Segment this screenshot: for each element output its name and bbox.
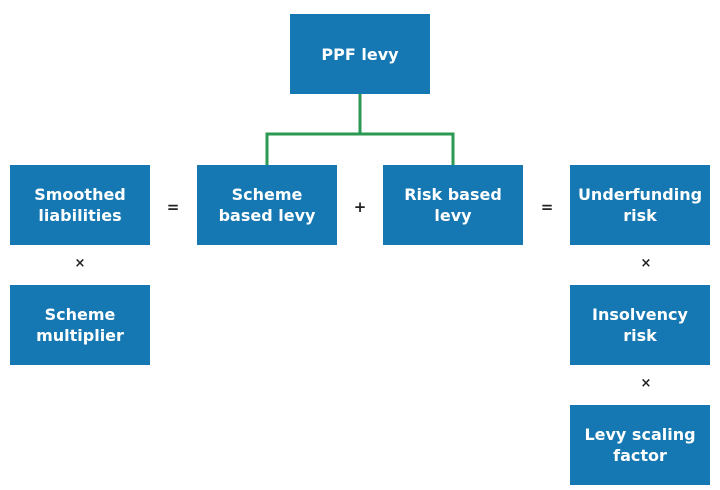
box-ppf-levy: PPF levy [290, 14, 430, 94]
box-label: Scheme multiplier [36, 305, 124, 345]
operator-equals-left: = [166, 198, 180, 216]
box-label: Insolvency risk [592, 305, 688, 345]
operator-equals-right: = [540, 198, 554, 216]
box-label: Levy scaling factor [584, 425, 696, 465]
box-label: Scheme based levy [218, 185, 316, 225]
box-smoothed-liabilities: Smoothed liabilities [10, 165, 150, 245]
operator-times-right-1: × [640, 256, 652, 271]
box-label: PPF levy [321, 44, 399, 64]
box-risk-based-levy: Risk based levy [383, 165, 523, 245]
box-label: Risk based levy [404, 185, 502, 225]
operator-plus: + [353, 198, 367, 216]
box-scheme-based-levy: Scheme based levy [197, 165, 337, 245]
box-underfunding-risk: Underfunding risk [570, 165, 710, 245]
box-levy-scaling-factor: Levy scaling factor [570, 405, 710, 485]
operator-times-left: × [74, 256, 86, 271]
box-scheme-multiplier: Scheme multiplier [10, 285, 150, 365]
box-label: Underfunding risk [577, 185, 703, 225]
box-insolvency-risk: Insolvency risk [570, 285, 710, 365]
box-label: Smoothed liabilities [34, 185, 126, 225]
operator-times-right-2: × [640, 376, 652, 391]
